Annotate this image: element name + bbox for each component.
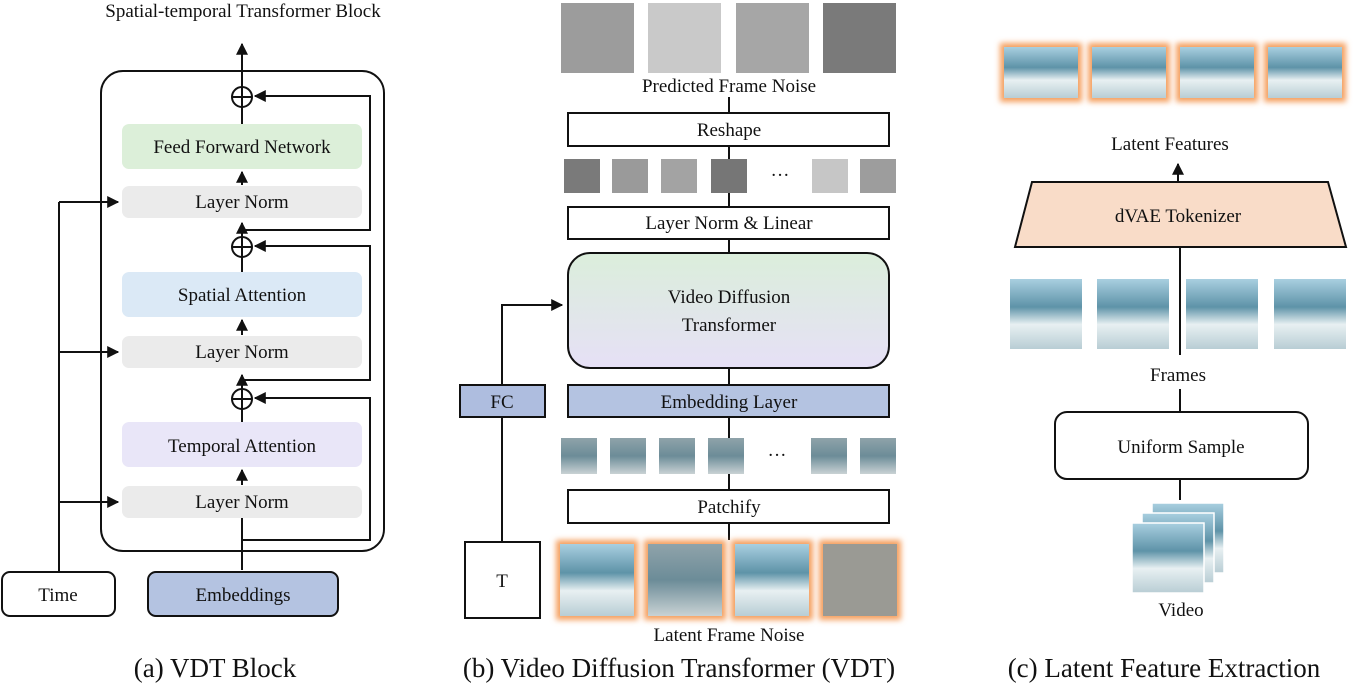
caption-c: (c) Latent Feature Extraction bbox=[1008, 653, 1321, 683]
latent-noise-frame bbox=[735, 544, 809, 616]
add-icon bbox=[231, 236, 253, 258]
patch-token bbox=[561, 438, 597, 474]
panel-a: Spatial-temporal Transformer Block bbox=[1, 1, 385, 683]
latent-noise-frame bbox=[823, 544, 897, 616]
token-square bbox=[661, 159, 697, 193]
add-icon bbox=[231, 388, 253, 410]
embedding-layer-box bbox=[567, 384, 890, 418]
latent-feature-frame bbox=[1092, 47, 1166, 98]
panel-c: Latent Features dVAE Tokenizer Frames Un… bbox=[1000, 43, 1348, 683]
predicted-noise-label: Predicted Frame Noise bbox=[642, 76, 816, 97]
noise-frame bbox=[648, 3, 721, 73]
latent-features-label: Latent Features bbox=[1111, 134, 1229, 155]
latent-feature-frame bbox=[1180, 47, 1254, 98]
time-box bbox=[1, 571, 116, 617]
block-title: Spatial-temporal Transformer Block bbox=[105, 1, 381, 22]
t-box bbox=[464, 541, 541, 619]
embeddings-label: Embeddings bbox=[196, 585, 291, 606]
layer-norm-label: Layer Norm bbox=[195, 192, 289, 213]
sampled-frames bbox=[1010, 279, 1346, 349]
latent-noise-frame bbox=[560, 544, 634, 616]
layer-norm-box bbox=[122, 336, 362, 368]
caption-b: (b) Video Diffusion Transformer (VDT) bbox=[463, 653, 895, 683]
patchify-label: Patchify bbox=[697, 497, 761, 518]
uniform-sample-label: Uniform Sample bbox=[1117, 437, 1244, 458]
patch-token bbox=[860, 438, 896, 474]
vdt-box bbox=[567, 252, 890, 369]
latent-noise-frames bbox=[556, 540, 901, 620]
token-square bbox=[711, 159, 747, 193]
vdt-label-line2: Transformer bbox=[682, 315, 777, 336]
ellipsis: ··· bbox=[771, 165, 790, 186]
layer-norm-box bbox=[122, 486, 362, 518]
add-icon bbox=[231, 86, 253, 108]
fc-box bbox=[459, 384, 546, 418]
uniform-sample-box bbox=[1054, 411, 1309, 480]
spatial-attention-label: Spatial Attention bbox=[178, 285, 307, 306]
video-label: Video bbox=[1158, 600, 1203, 621]
latent-feature-frame bbox=[1004, 47, 1078, 98]
token-square bbox=[812, 159, 848, 193]
reshape-label: Reshape bbox=[697, 120, 761, 141]
frames-label: Frames bbox=[1150, 365, 1206, 386]
sampled-frame bbox=[1186, 279, 1258, 349]
sampled-frame bbox=[1010, 279, 1082, 349]
patch-tokens bbox=[561, 438, 896, 474]
patch-token bbox=[811, 438, 847, 474]
layer-norm-linear-box bbox=[567, 206, 890, 240]
noise-frame bbox=[561, 3, 634, 73]
token-square bbox=[860, 159, 896, 193]
patch-token bbox=[708, 438, 744, 474]
ffn-label: Feed Forward Network bbox=[153, 137, 331, 158]
temporal-attention-box bbox=[122, 422, 362, 467]
token-square bbox=[564, 159, 600, 193]
spatial-attention-box bbox=[122, 272, 362, 317]
layer-norm-box bbox=[122, 186, 362, 218]
panel-b: Predicted Frame Noise Reshape ··· Layer … bbox=[459, 3, 901, 683]
ellipsis: ··· bbox=[768, 445, 787, 466]
sampled-frame bbox=[1274, 279, 1346, 349]
ffn-box bbox=[122, 124, 362, 169]
embeddings-box bbox=[147, 571, 339, 617]
caption-a: (a) VDT Block bbox=[134, 653, 297, 683]
noise-frame bbox=[823, 3, 896, 73]
video-stack bbox=[1131, 502, 1225, 594]
t-label: T bbox=[496, 571, 508, 592]
latent-noise-frame bbox=[648, 544, 722, 616]
patch-token bbox=[659, 438, 695, 474]
noise-frame bbox=[736, 3, 809, 73]
latent-noise-label: Latent Frame Noise bbox=[654, 625, 805, 646]
patch-token bbox=[610, 438, 646, 474]
latent-feature-frames bbox=[1000, 43, 1346, 102]
temporal-attention-label: Temporal Attention bbox=[168, 436, 317, 457]
layer-norm-label: Layer Norm bbox=[195, 492, 289, 513]
reshape-box bbox=[567, 112, 890, 147]
tokenizer-label: dVAE Tokenizer bbox=[1115, 206, 1242, 227]
patchify-box bbox=[567, 489, 890, 524]
sampled-frame bbox=[1097, 279, 1169, 349]
tokenizer-box bbox=[1013, 181, 1348, 248]
time-label: Time bbox=[38, 585, 77, 606]
layer-norm-label: Layer Norm bbox=[195, 342, 289, 363]
latent-feature-frame bbox=[1268, 47, 1342, 98]
vdt-label-line1: Video Diffusion bbox=[668, 287, 791, 308]
layer-norm-linear-label: Layer Norm & Linear bbox=[645, 213, 813, 234]
embedding-layer-label: Embedding Layer bbox=[661, 392, 798, 413]
fc-label: FC bbox=[490, 392, 513, 413]
token-square bbox=[612, 159, 648, 193]
